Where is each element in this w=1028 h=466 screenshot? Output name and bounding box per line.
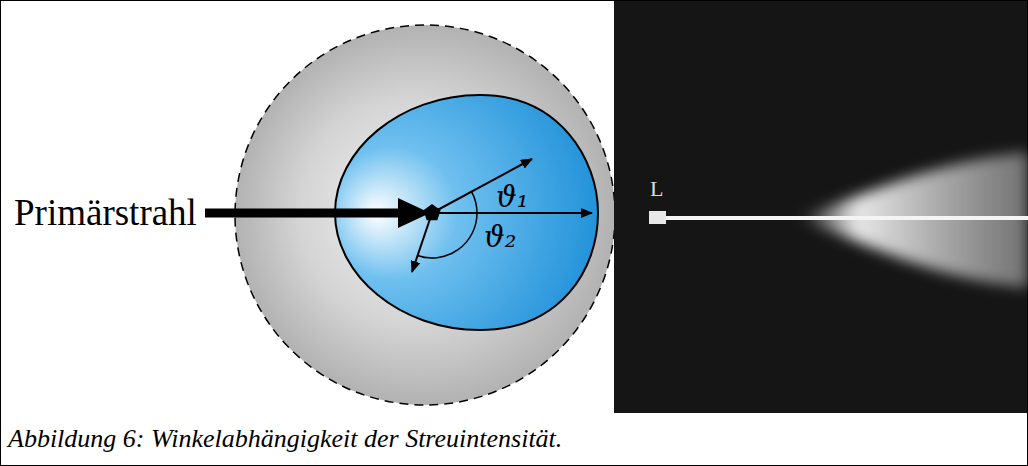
scatter-arrow — [412, 213, 432, 272]
laser-source — [649, 211, 666, 224]
laser-beam — [660, 216, 1028, 220]
angle-label: ϑ₁ — [496, 183, 528, 212]
figure-caption: Abbildung 6: Winkelabhängigkeit der Stre… — [8, 426, 562, 452]
scatter-arrow — [432, 159, 532, 213]
primary-beam — [205, 209, 404, 218]
angle-arc — [472, 192, 477, 213]
laser-label: L — [650, 178, 663, 200]
beam-label: Primärstrahl — [14, 194, 197, 231]
scatter-arrow — [432, 212, 592, 214]
angle-arc — [417, 213, 477, 258]
photo-background — [614, 1, 1027, 413]
angle-label: ϑ₂ — [484, 223, 516, 252]
